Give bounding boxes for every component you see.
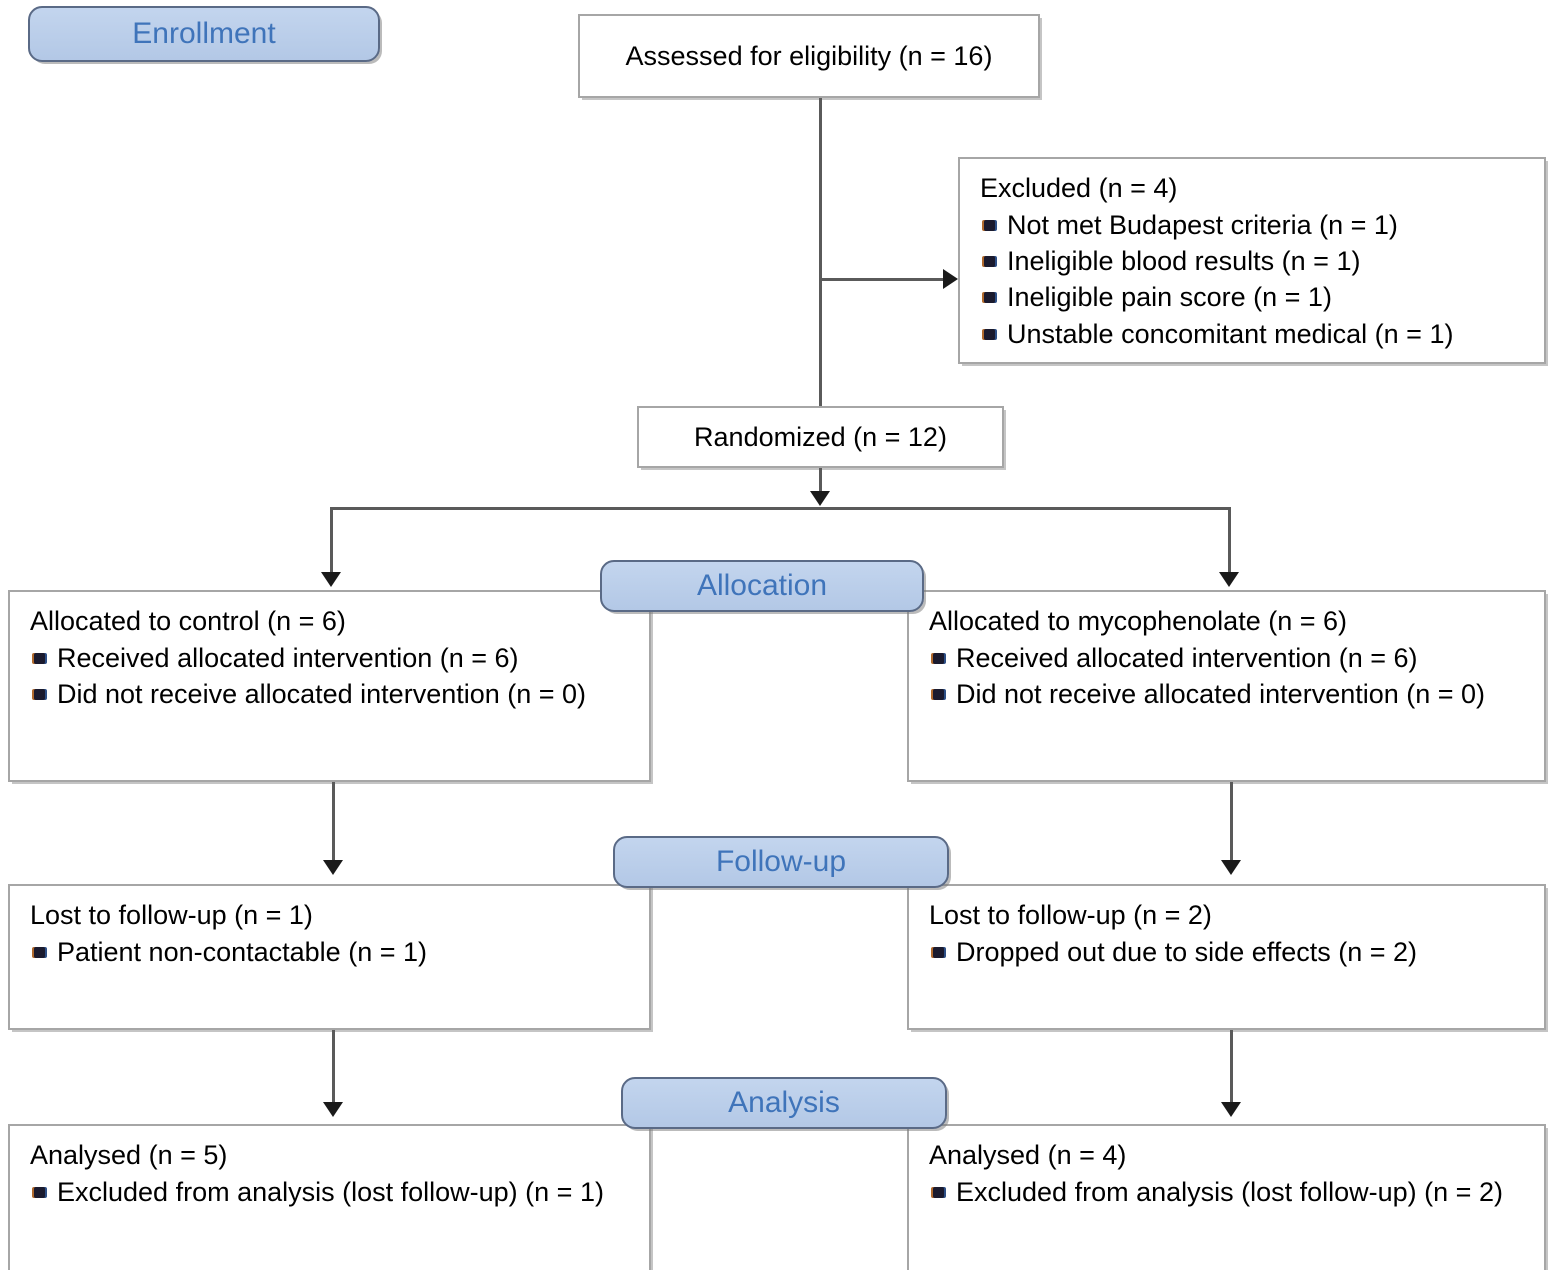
arrowhead-analysis-left bbox=[323, 1102, 343, 1117]
allocated-mycophenolate-title: Allocated to mycophenolate (n = 6) bbox=[929, 606, 1347, 636]
list-item: Did not receive allocated intervention (… bbox=[929, 676, 1528, 712]
connector-split-right-down bbox=[1228, 507, 1231, 575]
list-item-text: Did not receive allocated intervention (… bbox=[57, 679, 587, 710]
arrowhead-followup-right bbox=[1221, 860, 1241, 875]
list-item: Not met Budapest criteria (n = 1) bbox=[980, 207, 1528, 243]
list-item: Received allocated intervention (n = 6) bbox=[30, 640, 633, 676]
bullet-icon bbox=[34, 653, 45, 665]
analysed-mycophenolate-title: Analysed (n = 4) bbox=[929, 1140, 1127, 1170]
analysed-control-title: Analysed (n = 5) bbox=[30, 1140, 228, 1170]
analysed-mycophenolate-list: Excluded from analysis (lost follow-up) … bbox=[929, 1174, 1528, 1210]
list-item: Dropped out due to side effects (n = 2) bbox=[929, 934, 1528, 970]
randomized-text: Randomized (n = 12) bbox=[694, 421, 947, 452]
stage-label-analysis-text: Analysis bbox=[728, 1086, 840, 1119]
analysed-control-list: Excluded from analysis (lost follow-up) … bbox=[30, 1174, 633, 1210]
box-excluded: Excluded (n = 4) Not met Budapest criter… bbox=[958, 157, 1546, 364]
stage-label-analysis: Analysis bbox=[621, 1077, 947, 1129]
list-item-text: Received allocated intervention (n = 6) bbox=[956, 643, 1418, 674]
list-item: Ineligible blood results (n = 1) bbox=[980, 243, 1528, 279]
list-item: Patient non-contactable (n = 1) bbox=[30, 934, 633, 970]
bullet-icon bbox=[984, 328, 995, 340]
box-lost-followup-mycophenolate: Lost to follow-up (n = 2) Dropped out du… bbox=[907, 884, 1546, 1030]
list-item-text: Received allocated intervention (n = 6) bbox=[57, 643, 519, 674]
stage-label-allocation: Allocation bbox=[600, 560, 924, 612]
arrowhead-alloc-left bbox=[321, 572, 341, 587]
bullet-icon bbox=[984, 292, 995, 304]
list-item-text: Ineligible pain score (n = 1) bbox=[1007, 282, 1332, 313]
allocated-control-title: Allocated to control (n = 6) bbox=[30, 606, 346, 636]
lost-followup-mycophenolate-title: Lost to follow-up (n = 2) bbox=[929, 900, 1212, 930]
box-analysed-mycophenolate: Analysed (n = 4) Excluded from analysis … bbox=[907, 1124, 1546, 1270]
arrowhead-to-excluded bbox=[943, 269, 958, 289]
list-item: Did not receive allocated intervention (… bbox=[30, 676, 633, 712]
stage-label-followup-text: Follow-up bbox=[715, 845, 847, 878]
bullet-icon bbox=[34, 947, 45, 959]
list-item: Excluded from analysis (lost follow-up) … bbox=[30, 1174, 633, 1210]
bullet-icon bbox=[933, 1187, 944, 1199]
bullet-icon bbox=[933, 947, 944, 959]
connector-alloc-right-to-followup bbox=[1230, 782, 1233, 865]
list-item-text: Not met Budapest criteria (n = 1) bbox=[1007, 210, 1398, 241]
connector-alloc-left-to-followup bbox=[332, 782, 335, 865]
stage-label-enrollment-text: Enrollment bbox=[132, 17, 276, 50]
stage-label-allocation-text: Allocation bbox=[696, 569, 828, 602]
connector-followup-right-to-analysis bbox=[1230, 1030, 1233, 1110]
connector-split-horizontal bbox=[330, 507, 1231, 510]
lost-followup-mycophenolate-list: Dropped out due to side effects (n = 2) bbox=[929, 934, 1528, 970]
list-item-text: Unstable concomitant medical (n = 1) bbox=[1007, 318, 1454, 349]
bullet-icon bbox=[933, 689, 944, 701]
connector-followup-left-to-analysis bbox=[332, 1030, 335, 1110]
list-item-text: Patient non-contactable (n = 1) bbox=[57, 937, 427, 968]
bullet-icon bbox=[34, 689, 45, 701]
lost-followup-control-title: Lost to follow-up (n = 1) bbox=[30, 900, 313, 930]
list-item-text: Ineligible blood results (n = 1) bbox=[1007, 246, 1361, 277]
bullet-icon bbox=[984, 220, 995, 232]
list-item-text: Did not receive allocated intervention (… bbox=[956, 679, 1486, 710]
connector-to-excluded bbox=[819, 278, 947, 281]
list-item: Ineligible pain score (n = 1) bbox=[980, 279, 1528, 315]
bullet-icon bbox=[34, 1187, 45, 1199]
list-item: Excluded from analysis (lost follow-up) … bbox=[929, 1174, 1528, 1210]
box-assessed-for-eligibility: Assessed for eligibility (n = 16) bbox=[578, 14, 1040, 98]
excluded-title: Excluded (n = 4) bbox=[980, 173, 1178, 203]
connector-split-left-down bbox=[330, 507, 333, 575]
box-allocated-control: Allocated to control (n = 6) Received al… bbox=[8, 590, 651, 782]
arrowhead-alloc-right bbox=[1219, 572, 1239, 587]
lost-followup-control-list: Patient non-contactable (n = 1) bbox=[30, 934, 633, 970]
box-allocated-mycophenolate: Allocated to mycophenolate (n = 6) Recei… bbox=[907, 590, 1546, 782]
assessed-text: Assessed for eligibility (n = 16) bbox=[625, 40, 993, 71]
excluded-reason-list: Not met Budapest criteria (n = 1) Inelig… bbox=[980, 207, 1528, 352]
arrowhead-analysis-right bbox=[1221, 1102, 1241, 1117]
bullet-icon bbox=[933, 653, 944, 665]
stage-label-enrollment: Enrollment bbox=[28, 6, 380, 62]
box-randomized: Randomized (n = 12) bbox=[637, 406, 1004, 468]
arrowhead-randomized-down bbox=[810, 491, 830, 506]
arrowhead-followup-left bbox=[323, 860, 343, 875]
connector-assessed-to-randomized bbox=[819, 98, 822, 408]
list-item-text: Dropped out due to side effects (n = 2) bbox=[956, 937, 1418, 968]
list-item: Unstable concomitant medical (n = 1) bbox=[980, 316, 1528, 352]
list-item-text: Excluded from analysis (lost follow-up) … bbox=[956, 1177, 1503, 1208]
bullet-icon bbox=[984, 256, 995, 268]
box-analysed-control: Analysed (n = 5) Excluded from analysis … bbox=[8, 1124, 651, 1270]
connector-randomized-down bbox=[819, 468, 822, 494]
list-item: Received allocated intervention (n = 6) bbox=[929, 640, 1528, 676]
allocated-control-list: Received allocated intervention (n = 6) … bbox=[30, 640, 633, 712]
box-lost-followup-control: Lost to follow-up (n = 1) Patient non-co… bbox=[8, 884, 651, 1030]
list-item-text: Excluded from analysis (lost follow-up) … bbox=[57, 1177, 604, 1208]
allocated-mycophenolate-list: Received allocated intervention (n = 6) … bbox=[929, 640, 1528, 712]
stage-label-followup: Follow-up bbox=[613, 836, 949, 888]
